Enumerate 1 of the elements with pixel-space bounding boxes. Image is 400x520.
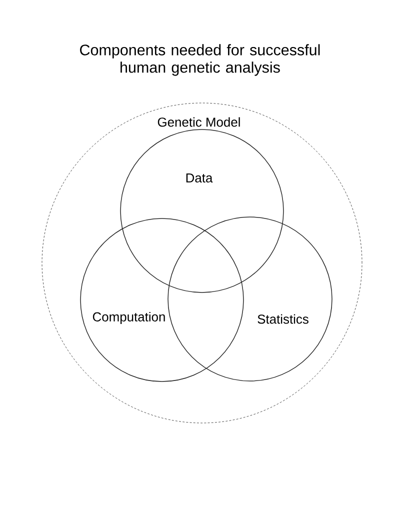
title: Components needed for successful human genetic analysis: [80, 44, 320, 76]
